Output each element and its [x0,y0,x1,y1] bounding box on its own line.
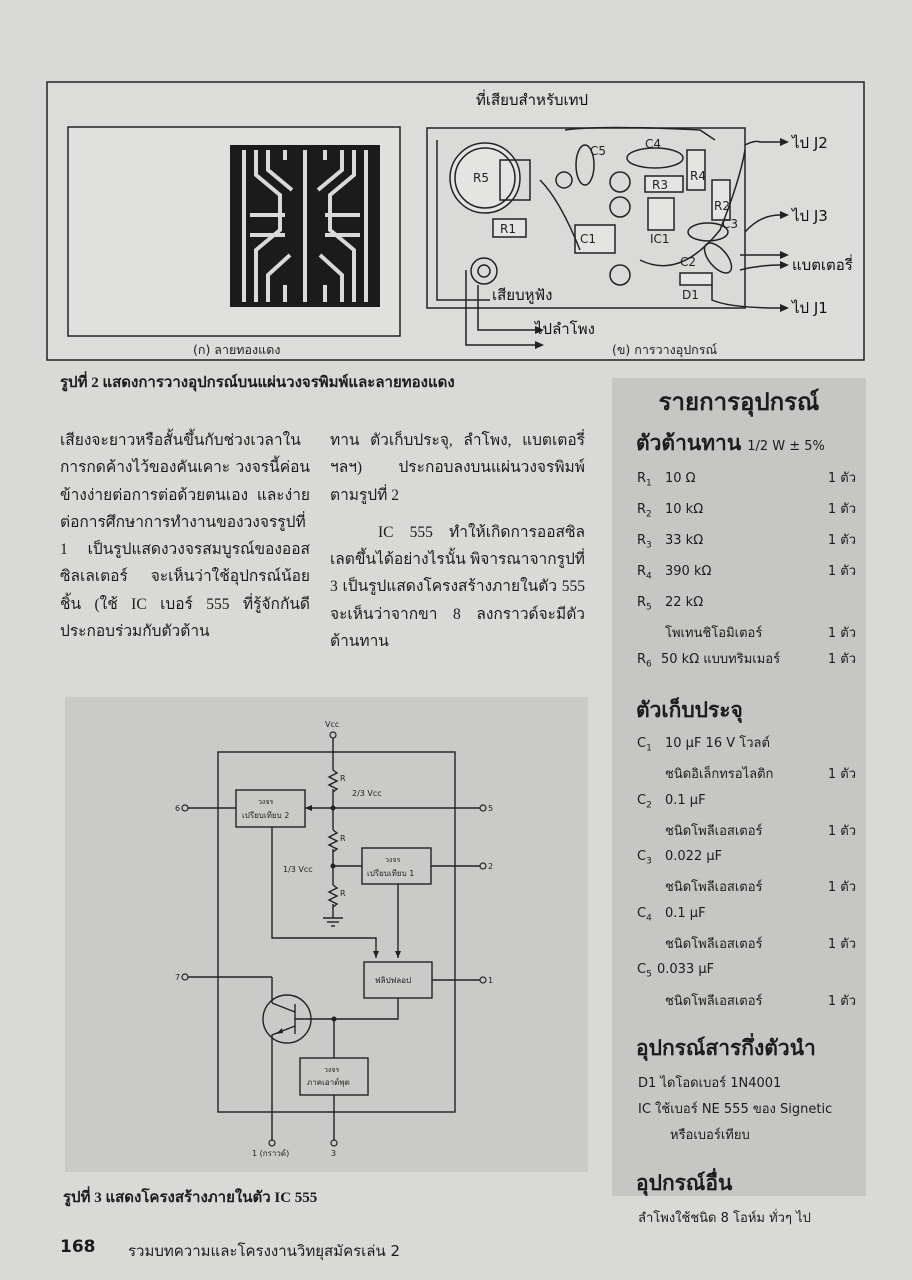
label-r3: R3 [652,178,668,192]
comparator1-label: เปรียบเทียบ 1 [367,869,414,878]
label-c5: C5 [590,144,606,158]
comparator1-label: วงจร [385,856,400,864]
figure-3-caption: รูปที่ 3 แสดงโครงสร้างภายในตัว IC 555 [63,1190,318,1206]
panel-b-label: (ข) การวางอุปกรณ์ [612,342,717,358]
semiconductor-list: D1 ไดโอดเบอร์ 1N4001 IC ใช้เบอร์ NE 555 … [612,1071,866,1149]
parts-list-title: รายการอุปกรณ์ [658,390,820,416]
label-to-j2: ไป J2 [791,134,828,152]
list-item-detail: ชนิดโพลีเอสเตอร์1 ตัว [665,823,856,839]
page-number: 168 [60,1237,96,1257]
pin-7: 7 [175,973,180,982]
panel-a-label: (ก) ลายทองแดง [193,342,280,357]
body-left-column: เสียงจะยาวหรือสั้นขึ้นกับช่วงเวลาในการกด… [60,427,310,645]
label-to-j3: ไป J3 [791,207,828,225]
figure-3-background [65,697,588,1172]
ic555-block-diagram: Vcc R R R 2/3 Vcc 1/3 Vcc วงจร เปรียบเที… [175,720,493,1158]
flipflop-label: ฟลิปฟลอป [375,976,411,985]
list-item: D1 ไดโอดเบอร์ 1N4001 [638,1076,782,1092]
label-r1: R1 [500,222,516,236]
two-thirds-vcc-label: 2/3 Vcc [352,789,382,798]
label-ic1: IC1 [650,232,670,246]
output-stage-label: ภาคเอาต์พุต [307,1077,350,1087]
body-paragraph: IC 555 ทำให้เกิดการออสซิลเลตขึ้นได้อย่าง… [330,523,585,651]
list-item-detail: ชนิดโพลีเอสเตอร์1 ตัว [665,993,856,1009]
list-item: ลำโพงใช้ชนิด 8 โอห์ม ทั่วๆ ไป [638,1211,811,1227]
list-item: IC ใช้เบอร์ NE 555 ของ Signetic [638,1102,833,1118]
pin-5: 5 [488,804,493,813]
pin-1-output: 1 [488,976,493,985]
figure-2-caption: รูปที่ 2 แสดงการวางอุปกรณ์บนแผ่นวงจรพิมพ… [60,375,455,391]
list-item-detail: ชนิดโพลีเอสเตอร์1 ตัว [665,936,856,952]
pin-2: 2 [488,862,493,871]
label-c4: C4 [645,137,661,151]
pin-3: 3 [331,1149,336,1158]
label-c1: C1 [580,232,596,246]
capacitors-heading: ตัวเก็บประจุ [636,698,743,723]
comparator2-label: วงจร [258,798,273,806]
book-title: รวมบทความและโครงงานวิทยุสมัครเล่น 2 [128,1242,401,1260]
label-c3: C3 [722,217,738,231]
label-headphone-jack: เสียบหูฟัง [492,286,552,304]
label-d1: D1 [682,288,699,302]
output-stage-label: วงจร [324,1066,339,1074]
label-to-j1: ไป J1 [791,299,828,317]
figure-2-drawing: R5 R1 C1 C5 C4 R3 R4 R2 C3 C2 D1 IC1 ที่… [46,81,865,361]
list-item-detail: ชนิดโพลีเอสเตอร์1 ตัว [665,880,856,896]
semiconductors-heading: อุปกรณ์สารกึ่งตัวนำ [636,1036,816,1061]
label-to-speaker: ไปลำโพง [534,320,595,338]
resistor-label: R [340,834,346,843]
body-right-column: ทาน ตัวเก็บประจุ, ลำโพง, แบตเตอรี่ ฯลฯ) … [330,427,585,655]
label-battery: แบตเตอรี่ [792,254,853,274]
pin-6: 6 [175,804,180,813]
body-paragraph: ทาน ตัวเก็บประจุ, ลำโพง, แบตเตอรี่ ฯลฯ) … [330,432,585,504]
label-r5: R5 [473,171,489,185]
others-heading: อุปกรณ์อื่น [636,1171,733,1196]
one-third-vcc-label: 1/3 Vcc [283,865,313,874]
list-item-detail: โพเทนชิโอมิเตอร์1 ตัว [665,626,856,642]
resistor-label: R [340,889,346,898]
vcc-label: Vcc [325,720,339,729]
label-tape-jack: ที่เสียบสำหรับเทป [476,89,588,109]
label-c2: C2 [680,255,696,269]
label-r4: R4 [690,169,706,183]
comparator2-label: เปรียบเทียบ 2 [242,811,289,820]
list-item-detail: หรือเบอร์เทียบ [670,1128,750,1144]
label-r2: R2 [714,199,730,213]
copper-pattern [230,145,380,307]
resistor-label: R [340,774,346,783]
body-paragraph: เสียงจะยาวหรือสั้นขึ้นกับช่วงเวลาในการกด… [60,432,310,641]
pin-1-ground: 1 (กราวด์) [252,1148,289,1158]
